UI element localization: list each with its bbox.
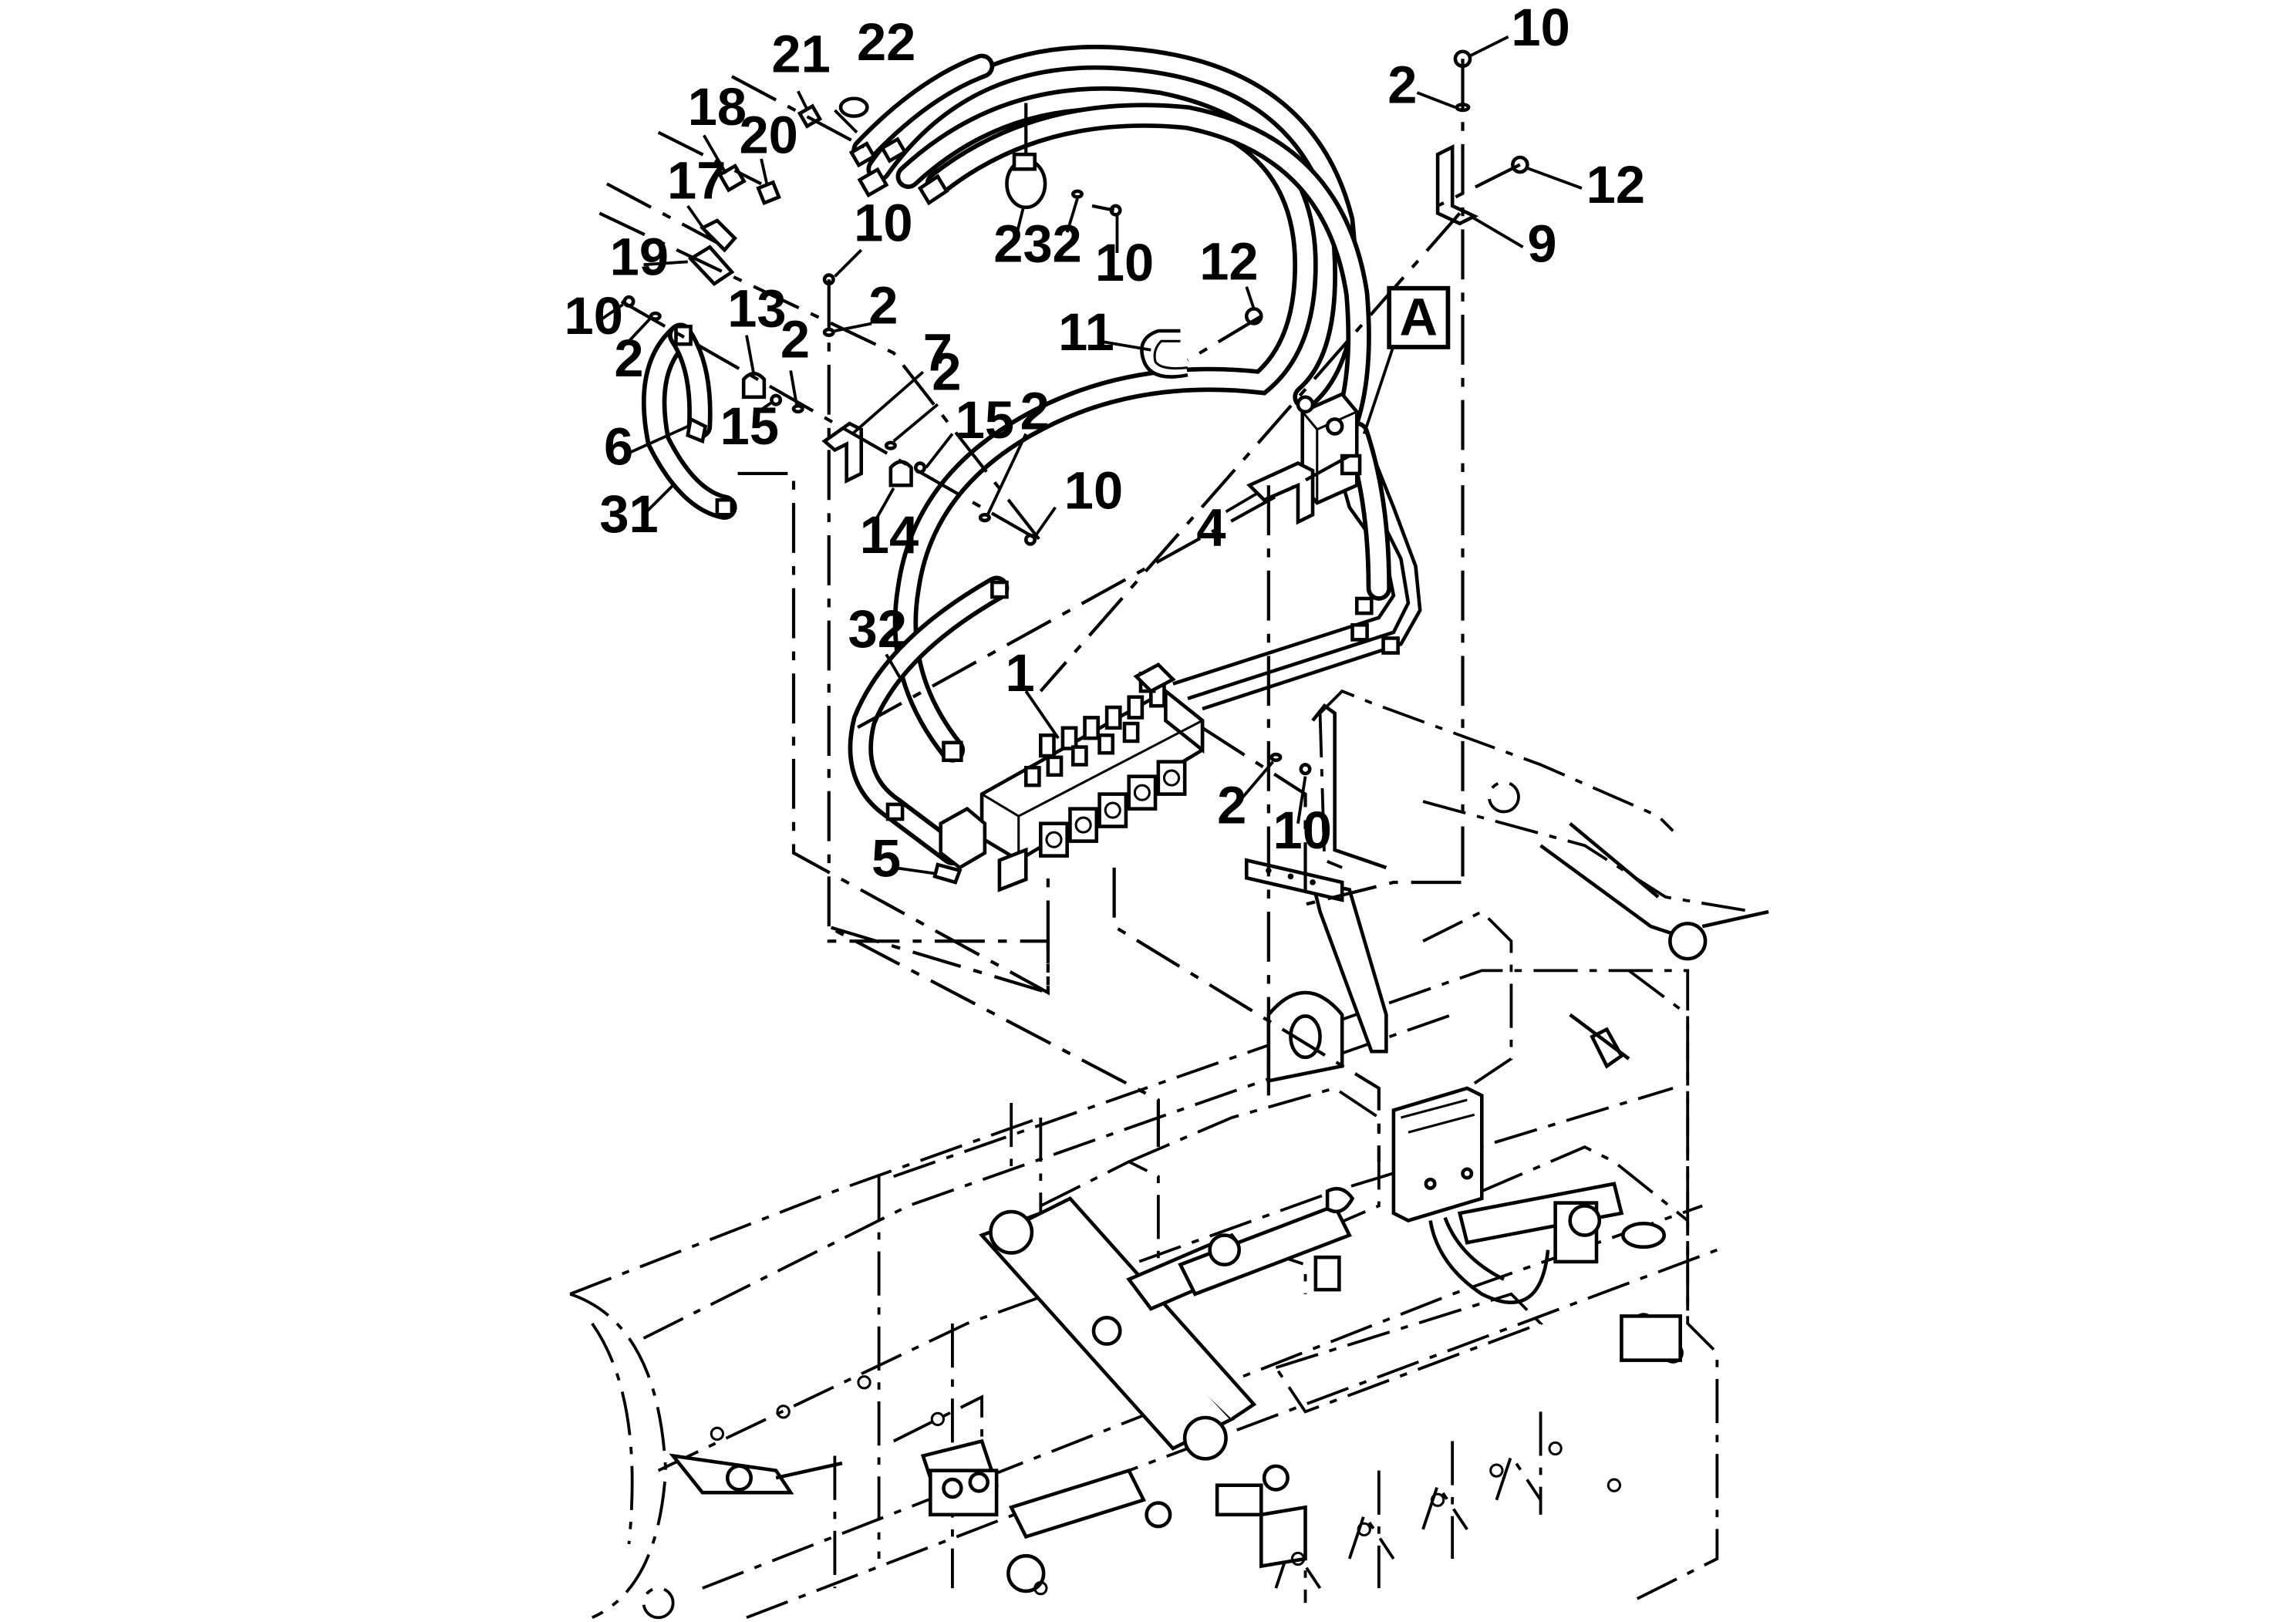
callout-5: 5 <box>872 828 901 888</box>
callout-15-right: 15 <box>956 390 1014 450</box>
callout-2-left: 2 <box>614 329 643 388</box>
detail-a-box <box>1387 285 1451 349</box>
hardware-parts <box>622 49 1529 776</box>
callout-2-top-right: 2 <box>1387 55 1417 114</box>
callout-10-hose: 10 <box>1064 461 1123 521</box>
callout-4: 4 <box>1196 497 1226 557</box>
callout-9: 9 <box>1527 214 1556 273</box>
callout-23: 23 <box>993 214 1052 273</box>
valve-solenoids <box>1039 760 1187 858</box>
callout-10-mid: 10 <box>854 194 912 253</box>
callout-31: 31 <box>599 484 658 544</box>
assembly-centerlines <box>598 59 1521 1162</box>
callout-32: 32 <box>848 599 907 659</box>
callout-19: 19 <box>610 228 669 287</box>
callout-13: 13 <box>727 278 786 338</box>
callout-2-mid: 2 <box>868 275 898 335</box>
callout-21: 21 <box>771 24 830 83</box>
callout-18: 18 <box>688 77 747 137</box>
callout-20: 20 <box>739 105 797 164</box>
callout-22: 22 <box>857 12 915 72</box>
callout-10-clamp: 10 <box>1095 233 1154 292</box>
callout-labels: 10 2 12 9 12 11 10 2 23 22 21 18 20 17 1… <box>565 0 1645 888</box>
callout-17: 17 <box>667 150 726 210</box>
callout-15-left: 15 <box>720 396 779 456</box>
callout-12-center: 12 <box>1199 231 1258 291</box>
callout-1: 1 <box>1006 643 1035 703</box>
detail-a-marker: A <box>1387 285 1451 349</box>
callout-leaders <box>598 35 1583 875</box>
machine-frame-solid <box>669 858 1684 1596</box>
callout-2-bracket: 2 <box>781 309 810 369</box>
callout-6: 6 <box>604 416 633 476</box>
callout-2-bracket-right: 2 <box>932 342 961 401</box>
callout-11: 11 <box>1058 302 1114 362</box>
detail-a-label: A <box>1400 288 1438 347</box>
callout-2-clamp: 2 <box>1053 214 1082 273</box>
hydraulic-hoses <box>641 45 1422 866</box>
callout-10-left: 10 <box>565 286 623 346</box>
callout-2-hose: 2 <box>1020 382 1050 441</box>
callout-7: 7 <box>923 322 952 382</box>
callout-14: 14 <box>860 505 919 565</box>
callout-10-top-right: 10 <box>1511 0 1569 57</box>
callout-10-valve: 10 <box>1273 801 1332 860</box>
callout-2-valve: 2 <box>1217 776 1246 835</box>
callout-12-right: 12 <box>1586 155 1645 214</box>
valve-block <box>939 662 1205 892</box>
